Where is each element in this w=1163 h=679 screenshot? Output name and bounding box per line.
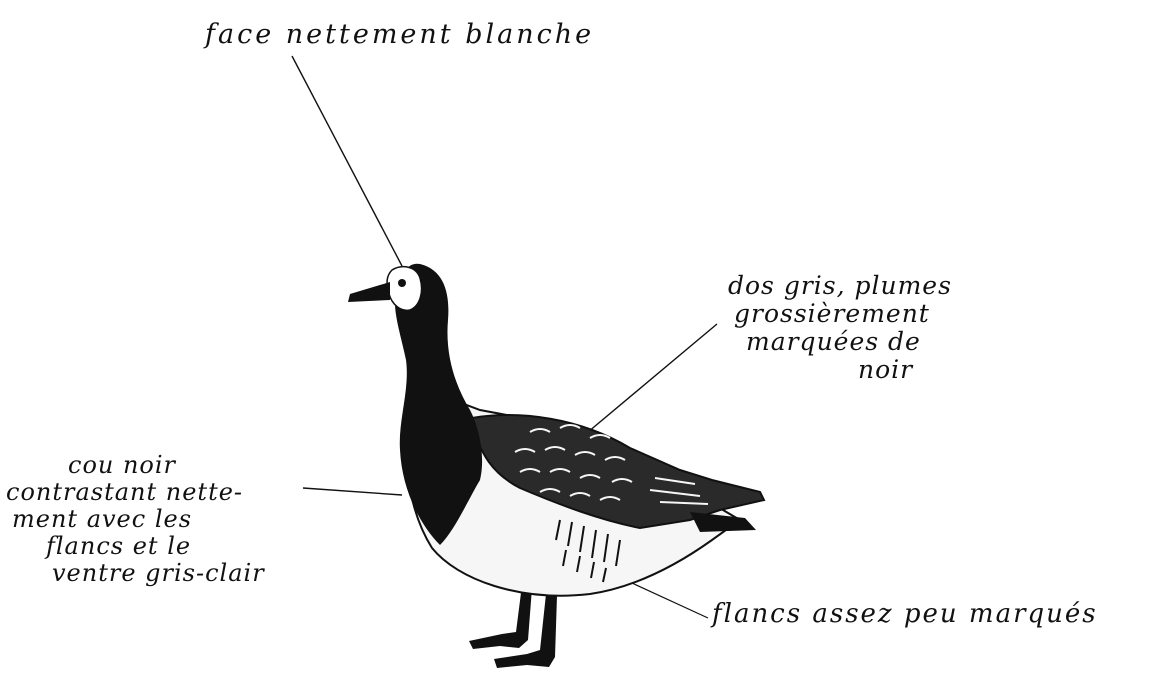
label-back-line-3: marquées de [746, 328, 1048, 356]
leader-line-neck [303, 488, 402, 495]
leader-line-back [588, 324, 717, 432]
label-face: face nettement blanche [205, 20, 594, 50]
label-neck: cou noir contrastant nette- ment avec le… [6, 452, 306, 586]
leader-line-face [292, 56, 402, 266]
label-neck-line-5: ventre gris-clair [52, 560, 306, 587]
label-back: dos gris, plumes grossièrement marquées … [728, 272, 1048, 384]
face-patch [387, 267, 422, 311]
eye [398, 279, 406, 287]
label-neck-line-1: cou noir [68, 452, 306, 479]
beak [348, 282, 390, 302]
label-neck-line-4: flancs et le [46, 533, 306, 560]
legs [469, 585, 557, 668]
label-back-line-4: noir [858, 356, 1048, 384]
label-back-line-2: grossièrement [734, 300, 1048, 328]
label-back-line-1: dos gris, plumes [728, 272, 1048, 300]
label-neck-line-2: contrastant nette- [6, 479, 306, 506]
label-neck-line-3: ment avec les [12, 506, 306, 533]
label-flanks: flancs assez peu marqués [712, 600, 1098, 629]
